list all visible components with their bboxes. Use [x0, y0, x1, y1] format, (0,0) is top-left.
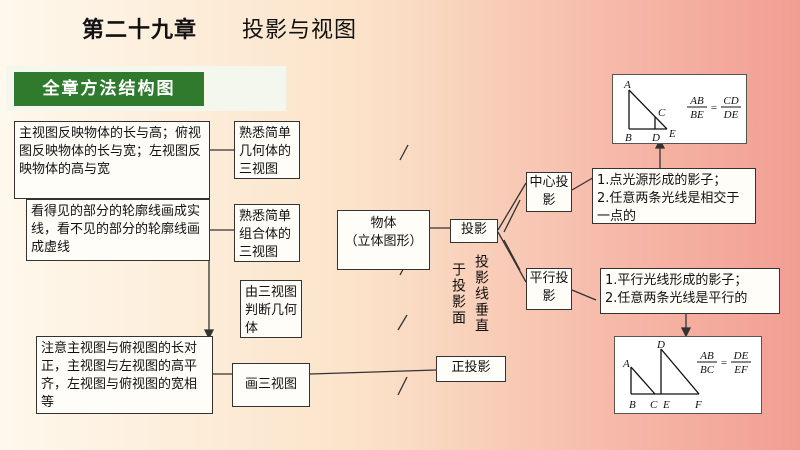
parallel-triangle-diagram: A D B C E F AB BC = DE EF — [622, 339, 751, 411]
object-box: 物体 （立体图形） — [337, 210, 430, 270]
figure-bottom-label: A — [622, 358, 630, 370]
projection-box: 投影 — [450, 219, 498, 243]
combined-solid-box: 熟悉简单组合体的三视图 — [234, 204, 300, 262]
central-triangle-diagram: A C B D E AB BE = CD DE — [623, 79, 741, 144]
formula-top-right-denominator: DE — [723, 109, 739, 121]
figure-bottom-label: B — [629, 399, 636, 411]
parallel-desc-box: 1.平行光线形成的影子； 2.任意两条光线是平行的 — [600, 268, 780, 314]
figure-top-label: A — [623, 79, 631, 91]
simple-solid-box: 熟悉简单几何体的三视图 — [234, 121, 300, 179]
orthographic-box: 正投影 — [436, 356, 506, 382]
formula-bottom-left-numerator: AB — [699, 350, 714, 362]
figure-top-label: D — [651, 132, 660, 144]
projection-note-b: 于投影面 — [450, 262, 466, 326]
formula-bottom-right-denominator: EF — [733, 364, 748, 376]
formula-bottom-right-numerator: DE — [733, 350, 749, 362]
formula-top-right-numerator: CD — [723, 95, 738, 107]
parallel-projection-text: 平行投影 — [529, 271, 569, 304]
parallel-projection-figure: A D B C E F AB BC = DE EF — [614, 336, 762, 414]
combined-solid-text: 熟悉简单组合体的三视图 — [239, 209, 292, 260]
chapter-title: 投影与视图 — [242, 18, 358, 43]
draw-views-box: 画三视图 — [232, 363, 310, 407]
parallel-desc-2: 2.任意两条光线是平行的 — [605, 291, 748, 306]
simple-solid-text: 熟悉简单几何体的三视图 — [239, 126, 292, 177]
object-label: 物体 — [370, 216, 397, 231]
section-banner: 全章方法结构图 — [14, 72, 204, 106]
figure-top-label: E — [668, 128, 676, 140]
figure-top-label: C — [658, 107, 666, 119]
figure-top-label: B — [625, 132, 632, 144]
outline-lines-text: 看得见的部分的轮廓线画成实线，看不见的部分的轮廓线画成虚线 — [31, 204, 201, 255]
figure-bottom-label: D — [656, 339, 665, 351]
chapter-number: 第二十九章 — [82, 17, 198, 43]
projection-note-a: 投影线垂直 — [473, 254, 489, 334]
projection-text: 投影 — [460, 222, 487, 237]
formula-top-left-denominator: BE — [690, 109, 704, 121]
figure-bottom-label: F — [694, 399, 702, 411]
orthographic-text: 正投影 — [451, 360, 491, 375]
alignment-rule-box: 注意主视图与俯视图的长对正，主视图与左视图的高平齐，左视图与俯视图的宽相等 — [36, 336, 213, 414]
figure-bottom-label: E — [662, 399, 670, 411]
formula-top-left-numerator: AB — [689, 95, 704, 107]
views-reflect-box: 主视图反映物体的长与高；俯视图反映物体的长与宽；左视图反映物体的高与宽 — [14, 121, 210, 199]
judge-solid-text: 由三视图判断几何体 — [245, 285, 298, 336]
central-desc-1: 1.点光源形成的影子； — [597, 173, 727, 188]
central-projection-figure: A C B D E AB BE = CD DE — [612, 74, 747, 144]
svg-text:=: = — [721, 357, 727, 369]
parallel-desc-1: 1.平行光线形成的影子； — [605, 273, 748, 288]
central-desc-box: 1.点光源形成的影子； 2.任意两条光线是相交于一点的 — [592, 168, 756, 224]
outline-lines-box: 看得见的部分的轮廓线画成实线，看不见的部分的轮廓线画成虚线 — [26, 199, 210, 261]
central-projection-text: 中心投影 — [529, 175, 569, 208]
central-desc-2: 2.任意两条光线是相交于一点的 — [597, 191, 740, 224]
draw-views-text: 画三视图 — [244, 377, 297, 392]
parallel-projection-box: 平行投影 — [526, 268, 572, 310]
formula-bottom-left-denominator: BC — [700, 364, 715, 376]
object-sublabel: （立体图形） — [344, 234, 423, 249]
figure-bottom-label: C — [650, 399, 658, 411]
central-projection-box: 中心投影 — [526, 172, 572, 212]
judge-solid-box: 由三视图判断几何体 — [240, 280, 302, 338]
svg-text:=: = — [711, 102, 717, 114]
alignment-rule-text: 注意主视图与俯视图的长对正，主视图与左视图的高平齐，左视图与俯视图的宽相等 — [41, 341, 198, 410]
views-reflect-text: 主视图反映物体的长与高；俯视图反映物体的长与宽；左视图反映物体的高与宽 — [19, 126, 202, 177]
